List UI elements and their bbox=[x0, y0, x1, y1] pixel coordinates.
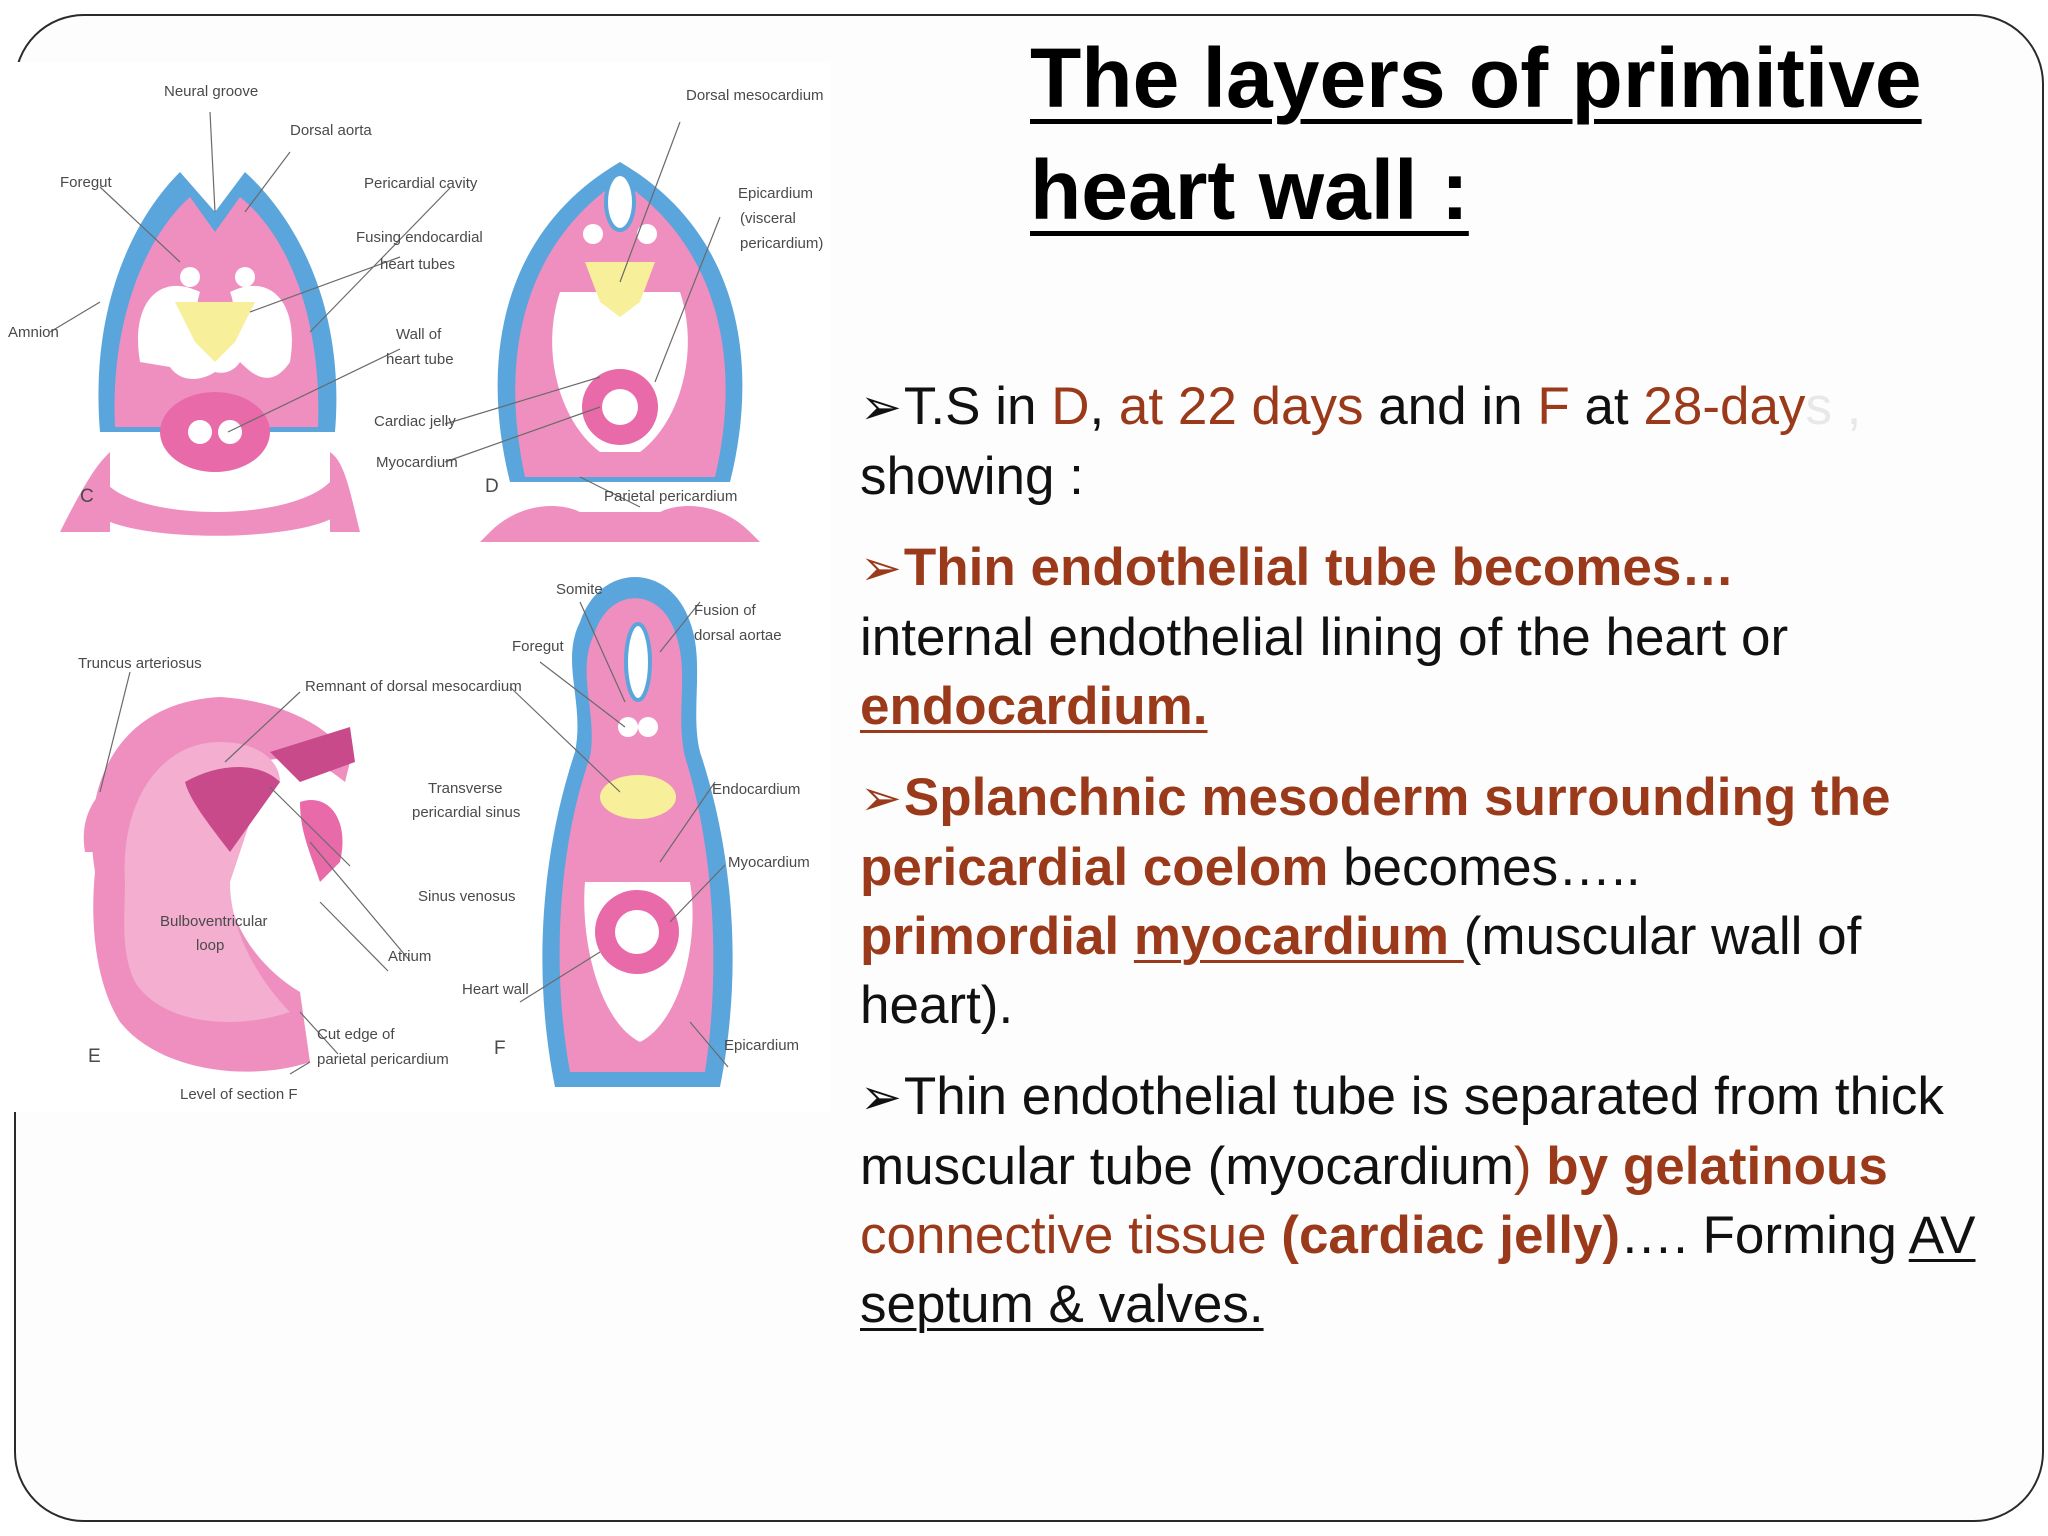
labels-ef: Somite Fusion of dorsal aortae Foregut T… bbox=[78, 581, 810, 1103]
label-dorsal-mesocardium: Dorsal mesocardium bbox=[686, 87, 824, 104]
label-remnant: Remnant of dorsal mesocardium bbox=[305, 678, 522, 695]
arrow-bullet-icon: ➢ bbox=[860, 540, 902, 596]
label-cut-edge-2: parietal pericardium bbox=[317, 1051, 449, 1068]
title-line-2: heart wall : bbox=[1030, 143, 1469, 237]
label-transverse-1: Transverse bbox=[428, 780, 502, 797]
label-cut-edge-1: Cut edge of bbox=[317, 1026, 395, 1043]
arrow-bullet-icon: ➢ bbox=[860, 770, 902, 826]
title-line-1: The layers of primitive bbox=[1030, 31, 1922, 125]
embryo-heart-figure: Neural groove Dorsal aorta Foregut Peric… bbox=[0, 62, 830, 1112]
label-transverse-2: pericardial sinus bbox=[412, 804, 520, 821]
label-endocardium: Endocardium bbox=[712, 781, 800, 798]
label-fusion-1: Fusion of bbox=[694, 602, 757, 619]
label-letter-e: E bbox=[88, 1046, 101, 1067]
label-letter-d: D bbox=[485, 476, 499, 497]
label-cardiac-jelly: Cardiac jelly bbox=[374, 413, 456, 430]
label-bulbo-2: loop bbox=[196, 937, 224, 954]
label-sinus-venosus: Sinus venosus bbox=[418, 888, 516, 905]
label-level-of-section: Level of section F bbox=[180, 1086, 298, 1103]
label-fusing-1: Fusing endocardial bbox=[356, 229, 483, 246]
label-leader-lines bbox=[49, 111, 729, 1075]
label-pericardial-cavity: Pericardial cavity bbox=[364, 175, 478, 192]
label-somite: Somite bbox=[556, 581, 603, 598]
section-d-drawing bbox=[480, 162, 760, 542]
figure-svg: Neural groove Dorsal aorta Foregut Peric… bbox=[8, 83, 824, 1103]
label-heart-wall: Heart wall bbox=[462, 981, 529, 998]
section-c-drawing bbox=[60, 172, 360, 536]
label-wall-of-1: Wall of bbox=[396, 326, 442, 343]
label-atrium: Atrium bbox=[388, 948, 431, 965]
label-fusing-2: heart tubes bbox=[380, 256, 455, 273]
label-letter-f: F bbox=[494, 1038, 506, 1059]
label-epicardium-3: pericardium) bbox=[740, 235, 823, 252]
label-epicardium-2: (visceral bbox=[740, 210, 796, 227]
label-parietal-pericardium: Parietal pericardium bbox=[604, 488, 737, 505]
label-epicardium-1: Epicardium bbox=[738, 185, 813, 202]
bullet-3: ➢Splanchnic mesoderm surrounding the per… bbox=[860, 768, 1891, 1035]
labels-cd: Neural groove Dorsal aorta Foregut Peric… bbox=[8, 83, 824, 507]
label-fusion-2: dorsal aortae bbox=[694, 627, 782, 644]
section-e-drawing bbox=[83, 697, 355, 1072]
label-myocardium-c: Myocardium bbox=[376, 454, 458, 471]
label-wall-of-2: heart tube bbox=[386, 351, 454, 368]
arrow-bullet-icon: ➢ bbox=[860, 379, 902, 435]
label-dorsal-aorta: Dorsal aorta bbox=[290, 122, 372, 139]
label-bulbo-1: Bulboventricular bbox=[160, 913, 268, 930]
bullet-2: ➢Thin endothelial tube becomes…internal … bbox=[860, 538, 1789, 736]
label-truncus-arteriosus: Truncus arteriosus bbox=[78, 655, 202, 672]
section-f-drawing bbox=[542, 577, 733, 1087]
slide-title: The layers of primitive heart wall : bbox=[1030, 22, 2020, 246]
bullet-4: ➢Thin endothelial tube is separated from… bbox=[860, 1067, 1976, 1334]
label-foregut-f: Foregut bbox=[512, 638, 565, 655]
label-foregut-c: Foregut bbox=[60, 174, 113, 191]
arrow-bullet-icon: ➢ bbox=[860, 1069, 902, 1125]
label-epicardium-f: Epicardium bbox=[724, 1037, 799, 1054]
label-neural-groove: Neural groove bbox=[164, 83, 258, 100]
bullet-list: ➢T.S in D, at 22 days and in F at 28-day… bbox=[860, 372, 2010, 1361]
label-amnion: Amnion bbox=[8, 324, 59, 341]
bullet-1: ➢T.S in D, at 22 days and in F at 28-day… bbox=[860, 377, 1862, 506]
label-letter-c: C bbox=[80, 486, 94, 507]
label-myocardium-f: Myocardium bbox=[728, 854, 810, 871]
